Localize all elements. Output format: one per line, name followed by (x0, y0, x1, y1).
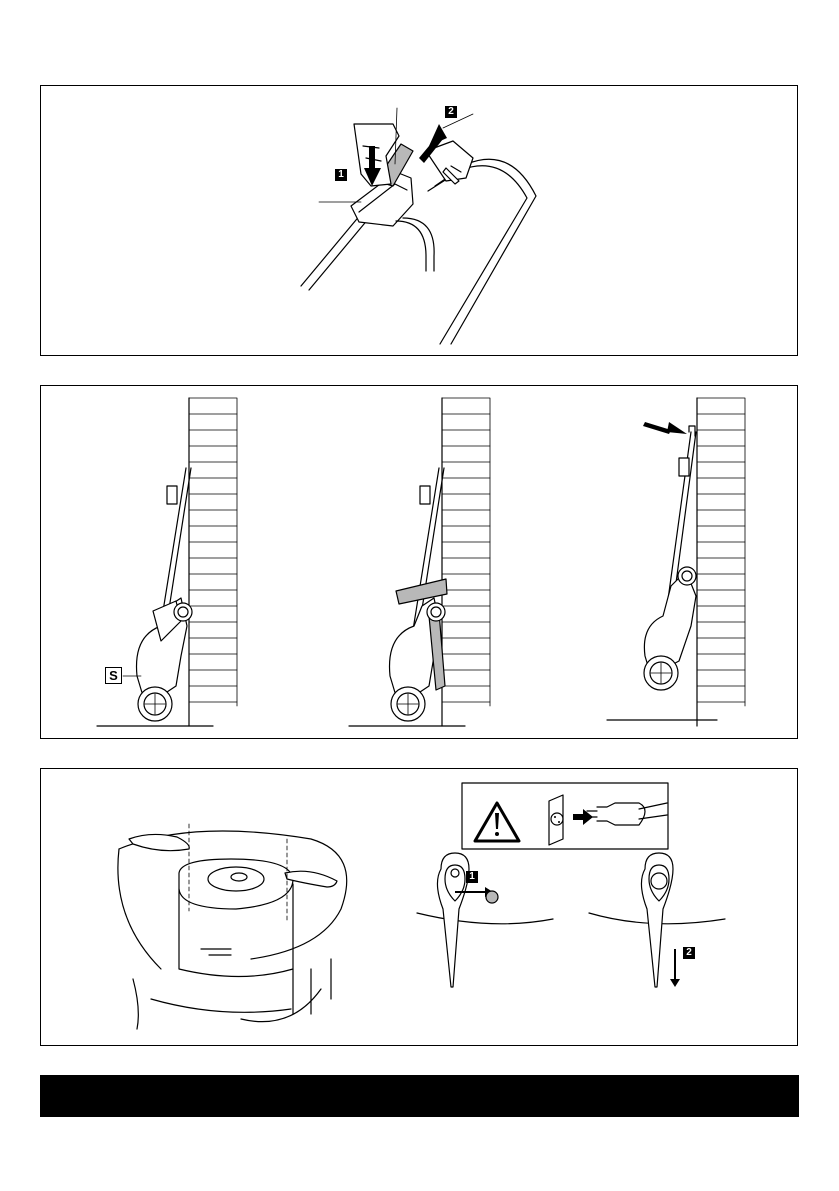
warning-box (462, 783, 668, 849)
mower-storage-icon (390, 468, 448, 721)
blade-icon (129, 834, 189, 850)
mower-storage-icon (644, 426, 696, 690)
handle-illustration-panel: 1 2 (40, 85, 798, 356)
plug-icon (597, 803, 645, 825)
blade-illustration (41, 769, 799, 1047)
handle-illustration (41, 86, 799, 357)
arrow-icon (667, 422, 687, 434)
mower-storage-icon (137, 468, 193, 721)
step-1-label: 1 (335, 169, 347, 181)
cable-icon (396, 221, 426, 271)
step-2-label: 2 (445, 106, 457, 118)
storage-illustration (41, 386, 799, 740)
step-2-label: 2 (683, 947, 695, 959)
footer-bar (40, 1075, 799, 1117)
step-1-label: 1 (466, 871, 478, 883)
storage-illustration-panel: S (40, 385, 798, 739)
blade-illustration-panel: 1 2 (40, 768, 798, 1046)
side-s-label: S (105, 667, 122, 684)
